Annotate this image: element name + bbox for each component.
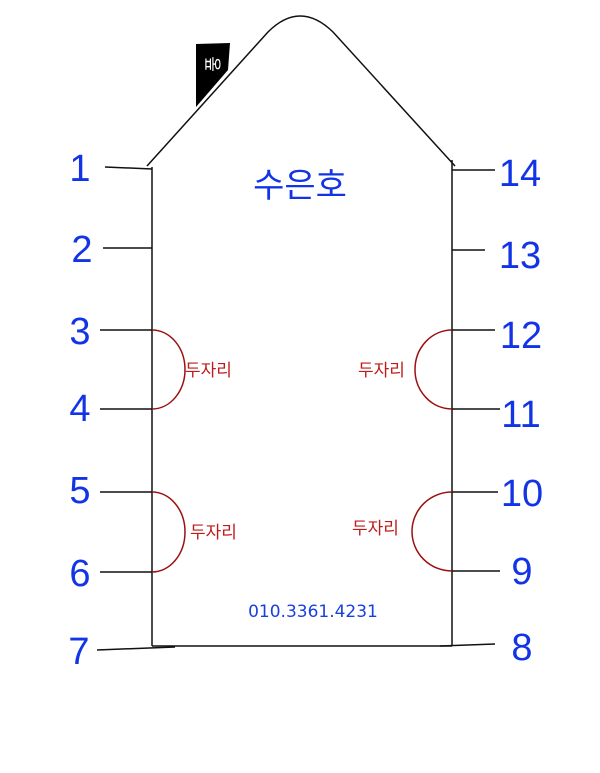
- right-position-numbers: 14 13 12 11 10 9 8: [499, 153, 543, 669]
- position-number: 13: [499, 235, 541, 277]
- seat-label-left-lower: 두자리: [190, 523, 237, 543]
- boat-outline: [146, 15, 456, 167]
- seat-arc-left-upper: [151, 329, 186, 410]
- seat-label-right-lower: 두자리: [352, 519, 399, 539]
- position-number: 3: [69, 311, 90, 353]
- left-position-numbers: 1 2 3 4 5 6 7: [68, 148, 92, 673]
- position-number: 12: [500, 315, 542, 357]
- flag-text: 풍: [204, 56, 224, 72]
- right-ticks: [439, 169, 500, 647]
- seat-arc-right-upper: [414, 329, 453, 410]
- seat-arc-right-lower: [411, 491, 453, 572]
- position-number: 14: [499, 153, 541, 195]
- position-number: 2: [71, 229, 92, 271]
- boat-name: 수은호: [253, 166, 347, 206]
- position-number: 4: [69, 388, 90, 430]
- position-number: 5: [69, 470, 90, 512]
- position-number: 10: [501, 473, 543, 515]
- position-number: 11: [501, 394, 540, 436]
- phone-number: 010.3361.4231: [248, 602, 378, 622]
- seat-label-right-upper: 두자리: [358, 361, 405, 381]
- position-number: 9: [511, 551, 532, 593]
- position-number: 1: [69, 148, 90, 190]
- position-number: 7: [68, 631, 89, 673]
- left-ticks: [96, 166, 176, 651]
- seat-arc-left-lower: [151, 491, 186, 573]
- seat-label-left-upper: 두자리: [185, 361, 232, 381]
- position-number: 8: [511, 627, 532, 669]
- flag: [196, 43, 230, 107]
- position-number: 6: [69, 553, 90, 595]
